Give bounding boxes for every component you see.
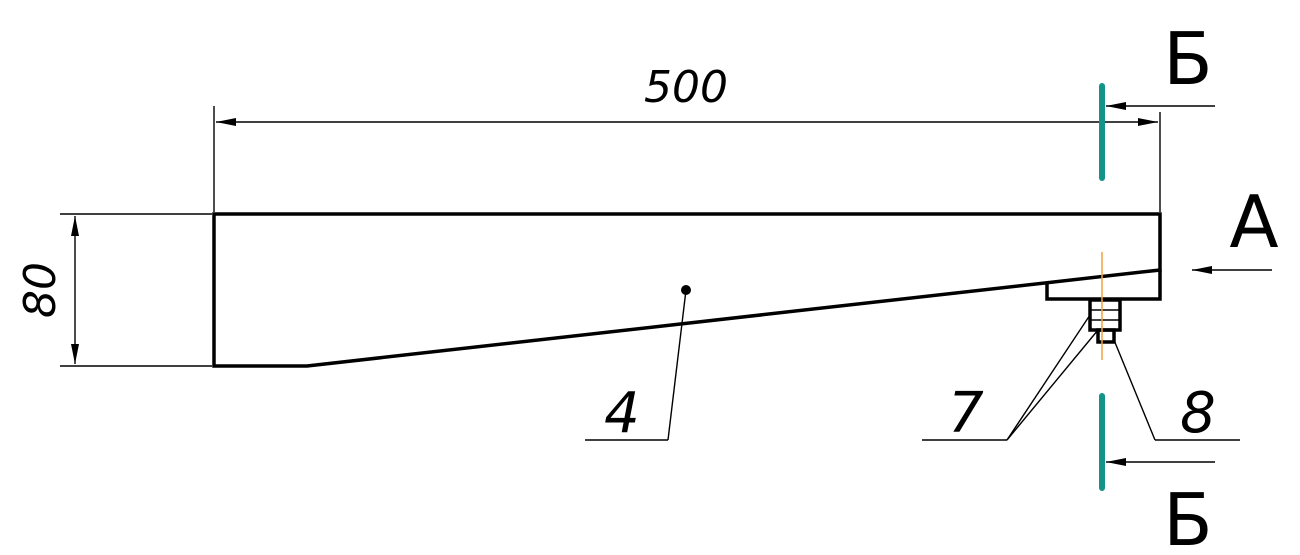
bolt-tip bbox=[1096, 328, 1116, 344]
callout-nut-label: 8 bbox=[1180, 381, 1216, 446]
callout-nut: 8 bbox=[1113, 339, 1240, 446]
view-a-label: А bbox=[1229, 180, 1278, 264]
mounting-plate bbox=[1045, 270, 1162, 301]
height-value: 80 bbox=[15, 262, 66, 318]
callout-bolt-label: 7 bbox=[948, 381, 984, 446]
section-label-top: Б bbox=[1163, 17, 1212, 101]
callout-bolt-leader-2 bbox=[1006, 329, 1099, 441]
length-dimension: 500 bbox=[213, 62, 1161, 212]
callout-bolt-leader-1 bbox=[1006, 314, 1091, 441]
section-marker: Б Б bbox=[1099, 17, 1215, 555]
section-label-bottom: Б bbox=[1163, 478, 1212, 555]
beam-outline bbox=[212, 212, 1162, 368]
callout-bolt: 7 bbox=[922, 314, 1099, 446]
bolt-assembly bbox=[1088, 298, 1122, 344]
callout-body-leader bbox=[667, 289, 687, 441]
length-value: 500 bbox=[644, 62, 728, 113]
height-dimension: 80 bbox=[15, 213, 212, 367]
view-a-marker: А bbox=[1192, 180, 1279, 274]
callout-nut-leader bbox=[1113, 339, 1156, 441]
callout-body-label: 4 bbox=[604, 381, 640, 446]
callout-body: 4 bbox=[585, 285, 691, 446]
nut-body bbox=[1088, 298, 1122, 332]
